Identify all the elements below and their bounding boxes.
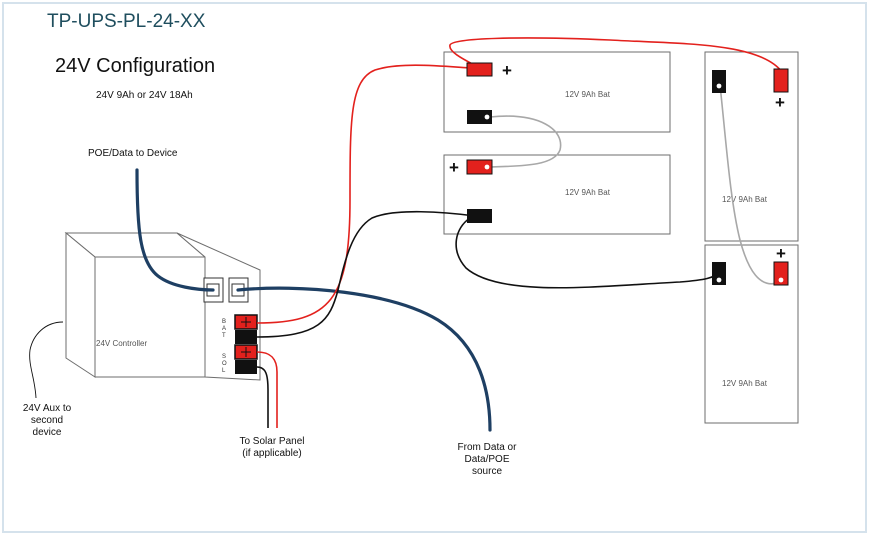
sol-letter: L: [222, 368, 226, 374]
aux-label: second: [31, 415, 63, 426]
black-wire-solar: [256, 366, 269, 428]
terminal-screw: [716, 277, 722, 283]
battery2-negative-terminal: [467, 209, 492, 223]
black-wire-series-link: [455, 217, 721, 289]
battery-label: 12V 9Ah Bat: [722, 379, 768, 388]
poe-cable-to-device: [135, 168, 215, 292]
poe-source-label: source: [472, 466, 502, 477]
controller-front-face: [65, 231, 96, 378]
bat-letter: A: [222, 326, 226, 332]
terminal-screw: [484, 164, 490, 170]
configuration-heading: 24V Configuration: [55, 55, 215, 77]
battery2-positive-terminal: [466, 159, 493, 175]
solar-label: (if applicable): [242, 448, 301, 459]
poe-source-label: From Data or: [458, 442, 518, 453]
battery2-plus-sign: +: [449, 158, 459, 177]
battery4-negative-terminal: [712, 262, 726, 285]
aux-label: device: [33, 427, 62, 438]
aux-label: 24V Aux to: [23, 403, 72, 414]
black-wire-battery-negative: [256, 210, 476, 338]
battery4-positive-terminal: [773, 261, 789, 286]
battery-label: 12V 9Ah Bat: [722, 195, 768, 204]
battery4-plus-sign: +: [776, 244, 786, 263]
battery3-negative-terminal: [712, 70, 726, 93]
red-wire-battery-positive: [256, 64, 471, 324]
aux-output-wire: [29, 321, 64, 399]
battery1-plus-sign: +: [502, 61, 512, 80]
controller-side-face: [94, 256, 206, 378]
poe-source-label: Data/POE: [464, 454, 509, 465]
terminal-cross-icon: [241, 317, 251, 357]
terminal-screw: [716, 83, 722, 89]
poe-cable-from-source: [236, 286, 492, 432]
red-wire-series-link: [449, 37, 783, 73]
poe-to-device-label: POE/Data to Device: [88, 148, 178, 159]
controller-box: 24V Controller B A T S O L: [64, 231, 261, 381]
red-wire-solar: [256, 351, 278, 428]
sol-negative-terminal: [235, 360, 257, 374]
gray-wire-right-link: [719, 84, 781, 285]
battery3-plus-sign: +: [775, 93, 785, 112]
sol-letter: S: [222, 354, 226, 360]
battery1-positive-terminal: [466, 62, 493, 77]
battery-label: 12V 9Ah Bat: [565, 188, 611, 197]
terminal-screw: [484, 114, 490, 120]
capacity-caption: 24V 9Ah or 24V 18Ah: [96, 90, 193, 101]
battery-label: 12V 9Ah Bat: [565, 90, 611, 99]
bat-letter: T: [222, 333, 226, 339]
solar-label: To Solar Panel: [239, 436, 304, 447]
bat-letter: B: [222, 319, 226, 325]
sol-letter: O: [222, 361, 227, 367]
page-title: TP-UPS-PL-24-XX: [47, 11, 206, 32]
controller-label: 24V Controller: [96, 339, 147, 348]
battery3-positive-terminal: [773, 68, 789, 93]
gray-wire-top-link: [489, 115, 562, 168]
battery1-negative-terminal: [467, 110, 492, 124]
terminal-screw: [778, 277, 784, 283]
bat-negative-terminal: [235, 330, 257, 344]
